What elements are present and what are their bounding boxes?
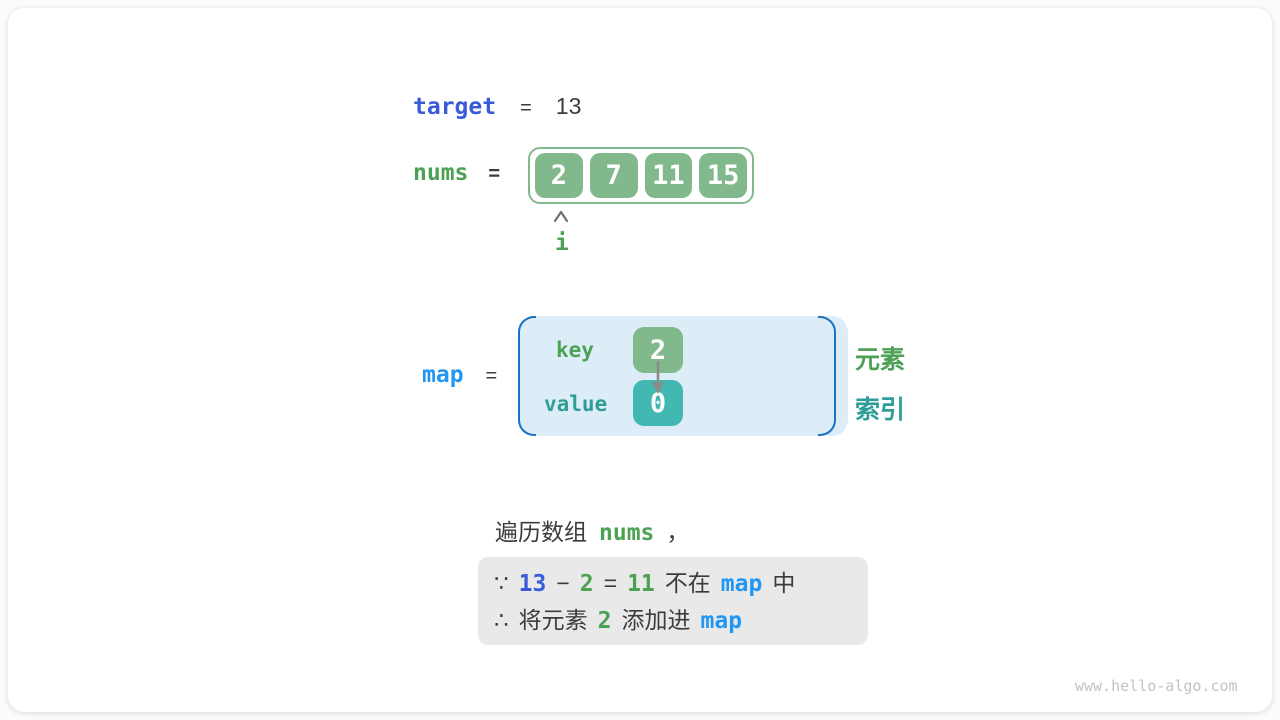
target-value-token: 13 [518,571,547,597]
site-watermark: www.hello-algo.com [1075,677,1238,695]
map-line: map = [422,362,497,388]
add-prefix-text: 将元素 [518,607,588,633]
conclusion-line-2: ∴ 将元素 2 添加进 map [494,602,868,639]
map-token: map [720,571,763,597]
nums-label: nums [413,160,469,186]
map-key-box: 2 [633,327,683,373]
map-container: key 2 value 0 [518,316,848,436]
map-label: map [422,362,464,388]
equals-sign: = [603,570,618,596]
therefore-symbol: ∴ [494,607,509,633]
sentence-prefix: 遍历数组 [495,519,587,545]
element-value-token: 2 [579,571,594,597]
add-middle-text: 添加进 [621,607,691,633]
difference-token: 11 [627,571,655,597]
array-cell: 15 [699,153,747,198]
target-line: target = 13 [413,93,581,120]
nums-line: nums = [413,160,500,186]
in-suffix-text: 中 [772,570,796,596]
map-key-label: key [556,338,594,362]
map-bracket-left [518,316,536,436]
target-equals: = [520,97,532,119]
caret-up-icon [553,210,569,223]
arrow-down-icon [652,361,664,394]
minus-sign: − [556,570,570,596]
nums-array: 2 7 11 15 [528,147,754,204]
nums-equals: = [488,163,501,185]
sentence-comma: ， [666,519,690,545]
target-value: 13 [555,93,582,119]
map-bracket-right [818,316,836,436]
map-token: map [700,608,743,634]
map-equals: = [485,365,498,387]
conclusion-line-1: ∵ 13 − 2 = 11 不在 map 中 [494,565,868,602]
element-value-token: 2 [597,608,612,634]
conclusion-box: ∵ 13 − 2 = 11 不在 map 中 ∴ 将元素 2 添加进 map [478,557,868,645]
map-value-label: value [544,392,608,416]
legend-index-label: 索引 [855,396,906,424]
sentence-nums-token: nums [599,520,655,546]
not-in-text: 不在 [664,570,711,596]
array-cell: 11 [644,153,693,198]
because-symbol: ∵ [494,570,509,596]
target-label: target [413,94,497,120]
traverse-sentence: 遍历数组 nums ， [495,513,689,547]
array-cell: 7 [589,153,638,198]
legend-element-label: 元素 [855,346,906,374]
index-pointer-label: i [555,230,569,256]
array-cell: 2 [535,153,583,198]
